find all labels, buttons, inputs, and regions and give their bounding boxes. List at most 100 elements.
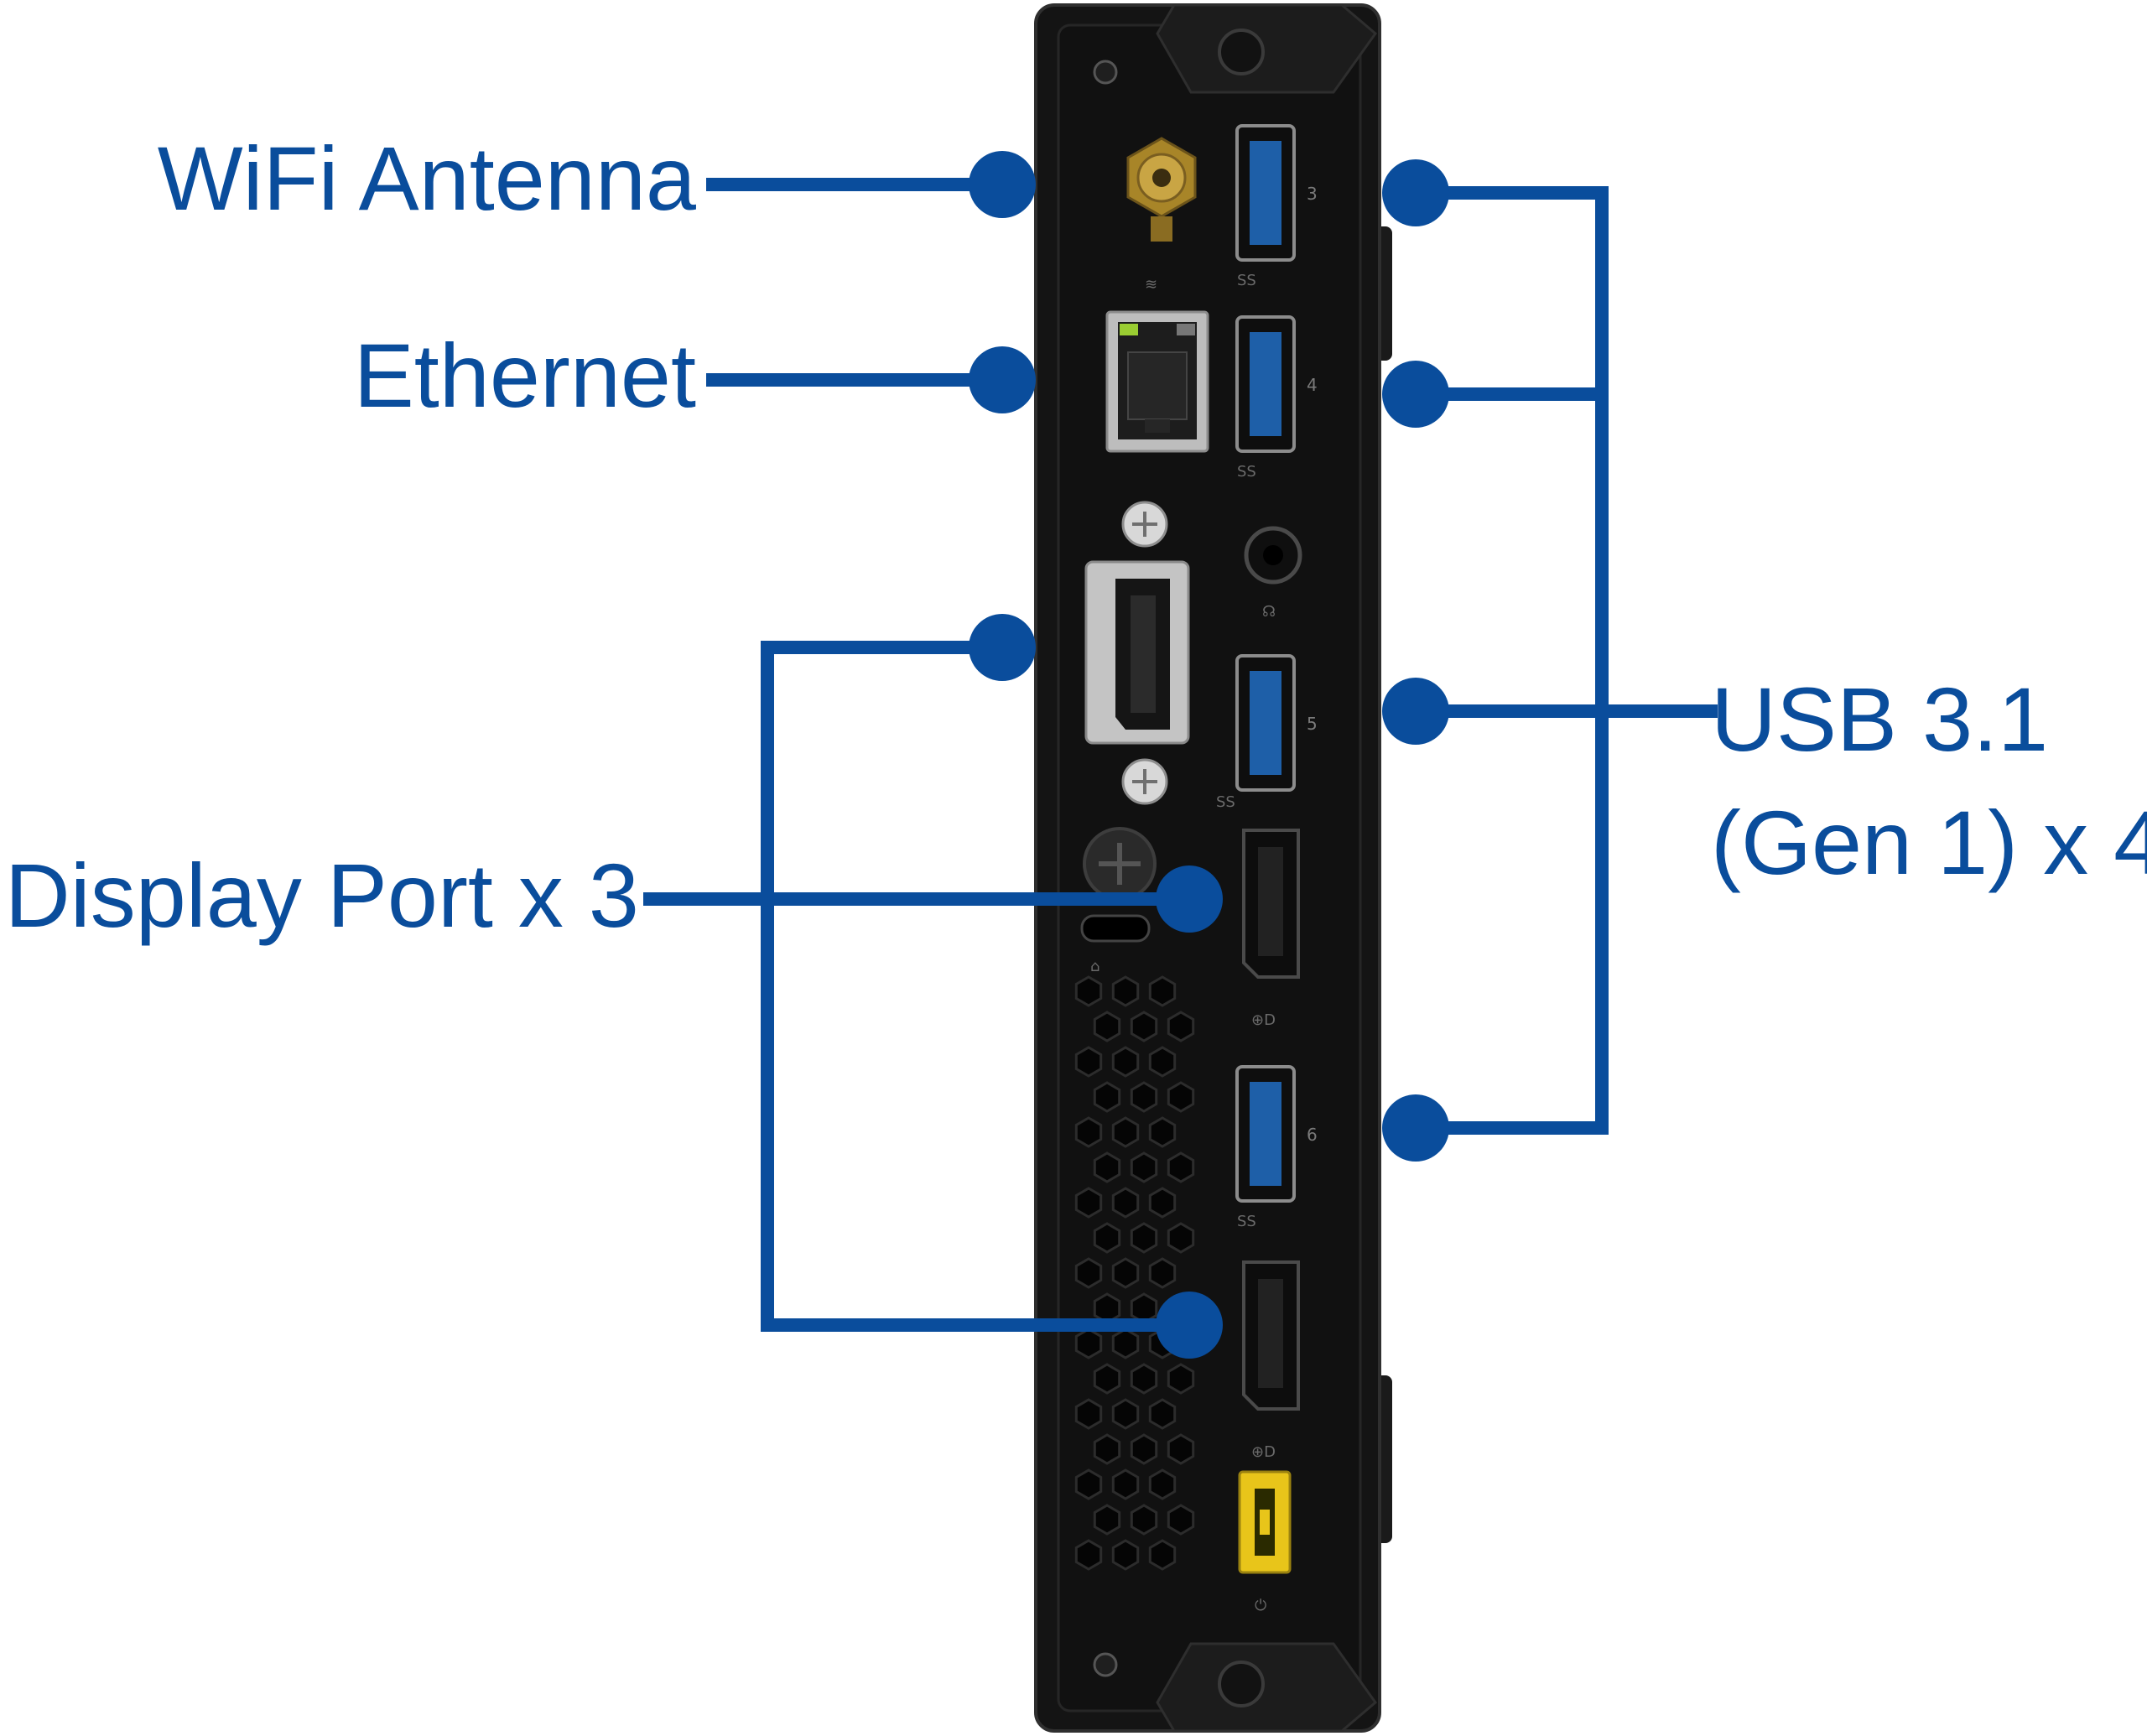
vent-hole xyxy=(1074,1398,1103,1430)
vent-hole xyxy=(1148,1187,1177,1219)
displayport-3-callout-dot xyxy=(1156,1292,1223,1359)
vent-grille xyxy=(1074,975,1195,1571)
display-port-label: Display Port x 3 xyxy=(5,845,639,946)
usb-port-4: 4 SS xyxy=(1235,315,1318,481)
vent-hole xyxy=(1093,1504,1121,1536)
vent-hole xyxy=(1093,1433,1121,1465)
wifi-antenna-connector: ≋ xyxy=(1126,137,1197,294)
vent-hole xyxy=(1167,1363,1195,1395)
bottom-latch-screw xyxy=(1218,1661,1265,1707)
usb-bracket-line xyxy=(1419,186,1609,1135)
vent-hole xyxy=(1148,975,1177,1007)
security-lock-knob: ⌂ xyxy=(1080,827,1157,975)
ethernet-label: Ethernet xyxy=(354,325,696,426)
vent-hole xyxy=(1130,1504,1158,1536)
displayport-2-callout-dot xyxy=(1156,865,1223,933)
vent-hole xyxy=(1111,1257,1140,1289)
vent-hole xyxy=(1130,1081,1158,1113)
power-plug-icon: ⏻ xyxy=(1255,1597,1266,1614)
displayport-1 xyxy=(1084,501,1190,805)
headphone-icon: ☊ xyxy=(1262,603,1276,621)
vent-hole xyxy=(1111,1116,1140,1148)
vent-hole xyxy=(1111,1046,1140,1078)
vent-hole xyxy=(1148,1539,1177,1571)
vent-hole xyxy=(1148,1116,1177,1148)
displayport-1-callout-dot xyxy=(969,614,1036,681)
usb-ss-mark-3: SS xyxy=(1237,272,1256,289)
vent-hole xyxy=(1167,1433,1195,1465)
usb-ss-mark-4: SS xyxy=(1237,463,1256,481)
vent-hole xyxy=(1093,1222,1121,1254)
vent-hole xyxy=(1111,975,1140,1007)
displayport-bracket-line xyxy=(761,641,1185,1332)
usb-port-number-6: 6 xyxy=(1307,1125,1318,1145)
vent-hole xyxy=(1093,1292,1121,1324)
vent-hole xyxy=(1130,1292,1158,1324)
top-latch xyxy=(1156,3,1378,94)
vent-hole xyxy=(1130,1363,1158,1395)
vent-hole xyxy=(1093,1151,1121,1183)
ethernet-port xyxy=(1105,310,1209,453)
displayport-3: ⊕D xyxy=(1242,1260,1300,1461)
corner-screw-bottom xyxy=(1093,1652,1118,1677)
vent-hole xyxy=(1111,1187,1140,1219)
vent-hole xyxy=(1074,1187,1103,1219)
vent-hole xyxy=(1130,1222,1158,1254)
lock-icon-mark: ⌂ xyxy=(1090,958,1099,975)
top-latch-screw xyxy=(1218,29,1265,75)
usb-label-line2: (Gen 1) x 4 xyxy=(1711,792,2147,893)
vent-hole xyxy=(1074,975,1103,1007)
usb-ss-mark-6: SS xyxy=(1237,1213,1256,1230)
dp-logo-3: ⊕D xyxy=(1251,1443,1276,1461)
vent-hole xyxy=(1148,1046,1177,1078)
vent-hole xyxy=(1074,1468,1103,1500)
usb-3-callout-dot xyxy=(1382,159,1449,226)
usb-port-6: 6 SS xyxy=(1235,1065,1318,1230)
vent-hole xyxy=(1074,1046,1103,1078)
vent-hole xyxy=(1130,1151,1158,1183)
vent-hole xyxy=(1148,1398,1177,1430)
ethernet-callout-dot xyxy=(969,346,1036,413)
usb-label-line1: USB 3.1 xyxy=(1711,668,2048,770)
dp-logo-2: ⊕D xyxy=(1251,1011,1276,1029)
vent-hole xyxy=(1111,1539,1140,1571)
vent-hole xyxy=(1167,1151,1195,1183)
vent-hole xyxy=(1167,1011,1195,1042)
usb-4-callout-dot xyxy=(1382,361,1449,428)
vent-hole xyxy=(1111,1398,1140,1430)
corner-screw-top xyxy=(1093,60,1118,85)
wifi-callout-dot xyxy=(969,151,1036,218)
vent-hole xyxy=(1074,1539,1103,1571)
usb-port-5: 5 SS xyxy=(1216,654,1318,811)
vent-hole xyxy=(1093,1011,1121,1042)
audio-jack: ☊ xyxy=(1244,526,1302,621)
usb-port-number-4: 4 xyxy=(1307,375,1318,395)
vent-hole xyxy=(1074,1328,1103,1359)
usb-5-callout-dot xyxy=(1382,678,1449,745)
usb-port-3: 3 SS xyxy=(1235,124,1318,289)
vent-hole xyxy=(1167,1504,1195,1536)
vent-hole xyxy=(1130,1011,1158,1042)
bottom-latch xyxy=(1156,1642,1378,1733)
vent-hole xyxy=(1130,1433,1158,1465)
displayport-2: ⊕D xyxy=(1242,829,1300,1029)
vent-hole xyxy=(1074,1116,1103,1148)
wifi-antenna-label: WiFi Antenna xyxy=(158,127,697,229)
usb-6-callout-dot xyxy=(1382,1094,1449,1162)
vent-hole xyxy=(1093,1081,1121,1113)
vent-hole xyxy=(1093,1363,1121,1395)
vent-hole xyxy=(1148,1257,1177,1289)
power-connector: ⏻ xyxy=(1238,1470,1292,1614)
vent-hole xyxy=(1167,1222,1195,1254)
usb-ss-mark-5: SS xyxy=(1216,793,1235,811)
vent-hole xyxy=(1074,1257,1103,1289)
callout-dots xyxy=(969,151,1449,1359)
vent-hole xyxy=(1167,1081,1195,1113)
usb-port-number-3: 3 xyxy=(1307,184,1318,204)
vent-hole xyxy=(1111,1328,1140,1359)
vent-hole xyxy=(1111,1468,1140,1500)
callout-lines xyxy=(643,178,1718,1332)
wifi-symbol-mark: ≋ xyxy=(1145,276,1157,294)
vent-hole xyxy=(1148,1468,1177,1500)
